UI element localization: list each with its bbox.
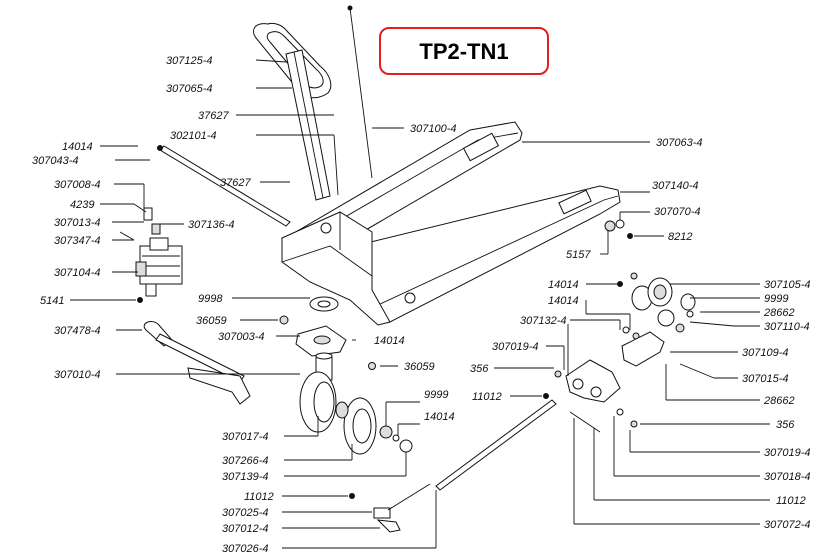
part-label-307003-4: 307003-4 bbox=[218, 331, 265, 343]
part-label-307105-4: 307105-4 bbox=[764, 279, 811, 291]
part-label-307065-4: 307065-4 bbox=[166, 83, 213, 95]
drawing bbox=[119, 5, 735, 533]
part-label-307104-4: 307104-4 bbox=[54, 267, 101, 279]
part-label-11012-c: 11012 bbox=[776, 495, 806, 507]
part-label-307026-4: 307026-4 bbox=[222, 543, 269, 555]
pump-unit bbox=[119, 207, 183, 297]
part-label-307018-4: 307018-4 bbox=[764, 471, 811, 483]
part-labels: 307125-4 307065-4 37627 302101-4 307100-… bbox=[32, 55, 811, 555]
part-label-307063-4: 307063-4 bbox=[656, 137, 703, 149]
part-label-4239: 4239 bbox=[70, 199, 94, 211]
part-label-5141: 5141 bbox=[40, 295, 64, 307]
part-label-14014-d: 14014 bbox=[374, 335, 405, 347]
roller-bracket bbox=[621, 331, 665, 367]
part-label-307072-4: 307072-4 bbox=[764, 519, 811, 531]
part-label-307010-4: 307010-4 bbox=[54, 369, 101, 381]
part-label-36059-a: 36059 bbox=[196, 315, 227, 327]
part-label-28662-b: 28662 bbox=[763, 395, 795, 407]
washer-307139 bbox=[399, 439, 413, 453]
part-label-36059-b: 36059 bbox=[404, 361, 435, 373]
part-label-14014-b: 14014 bbox=[548, 279, 579, 291]
part-label-37627-b: 37627 bbox=[220, 177, 251, 189]
part-label-307110-4: 307110-4 bbox=[764, 321, 810, 333]
part-label-11012-b: 11012 bbox=[244, 491, 274, 503]
part-label-8212: 8212 bbox=[668, 231, 692, 243]
pull-rod bbox=[435, 399, 557, 491]
diagram-title: TP2-TN1 bbox=[419, 39, 508, 64]
title-box: TP2-TN1 bbox=[379, 27, 549, 75]
part-label-307019-4-b: 307019-4 bbox=[764, 447, 811, 459]
part-label-37627-a: 37627 bbox=[198, 110, 229, 122]
part-label-307125-4: 307125-4 bbox=[166, 55, 213, 67]
part-label-307347-4: 307347-4 bbox=[54, 235, 101, 247]
chassis bbox=[281, 211, 391, 326]
part-label-5157: 5157 bbox=[566, 249, 591, 261]
part-label-307478-4: 307478-4 bbox=[54, 325, 101, 337]
part-label-307017-4: 307017-4 bbox=[222, 431, 269, 443]
part-label-28662-a: 28662 bbox=[763, 307, 795, 319]
part-label-307025-4: 307025-4 bbox=[222, 507, 269, 519]
handle-shaft bbox=[285, 49, 331, 201]
part-label-307043-4: 307043-4 bbox=[32, 155, 79, 167]
part-label-307266-4: 307266-4 bbox=[222, 455, 269, 467]
part-label-307139-4: 307139-4 bbox=[222, 471, 269, 483]
part-label-307015-4: 307015-4 bbox=[742, 373, 789, 385]
part-label-307070-4: 307070-4 bbox=[654, 206, 701, 218]
part-label-307012-4: 307012-4 bbox=[222, 523, 269, 535]
part-label-14014-a: 14014 bbox=[62, 141, 93, 153]
link-arm-end bbox=[187, 367, 251, 405]
part-label-307109-4: 307109-4 bbox=[742, 347, 789, 359]
part-label-11012-a: 11012 bbox=[472, 391, 502, 403]
part-label-307140-4: 307140-4 bbox=[652, 180, 699, 192]
part-label-356-a: 356 bbox=[470, 363, 489, 375]
part-label-302101-4: 302101-4 bbox=[170, 130, 217, 142]
part-label-9998: 9998 bbox=[198, 293, 223, 305]
part-label-307132-4: 307132-4 bbox=[520, 315, 567, 327]
part-label-356-b: 356 bbox=[776, 419, 795, 431]
yoke bbox=[565, 359, 621, 403]
part-label-9999-b: 9999 bbox=[424, 389, 448, 401]
part-label-307019-4-a: 307019-4 bbox=[492, 341, 539, 353]
rod-end bbox=[373, 507, 391, 519]
part-label-307013-4: 307013-4 bbox=[54, 217, 101, 229]
part-label-307100-4: 307100-4 bbox=[410, 123, 457, 135]
part-label-9999-a: 9999 bbox=[764, 293, 788, 305]
leader-lines bbox=[70, 59, 770, 549]
part-label-14014-c: 14014 bbox=[548, 295, 579, 307]
load-roller-group bbox=[617, 272, 735, 340]
part-label-307008-4: 307008-4 bbox=[54, 179, 101, 191]
part-label-14014-e: 14014 bbox=[424, 411, 455, 423]
part-label-307136-4: 307136-4 bbox=[188, 219, 235, 231]
